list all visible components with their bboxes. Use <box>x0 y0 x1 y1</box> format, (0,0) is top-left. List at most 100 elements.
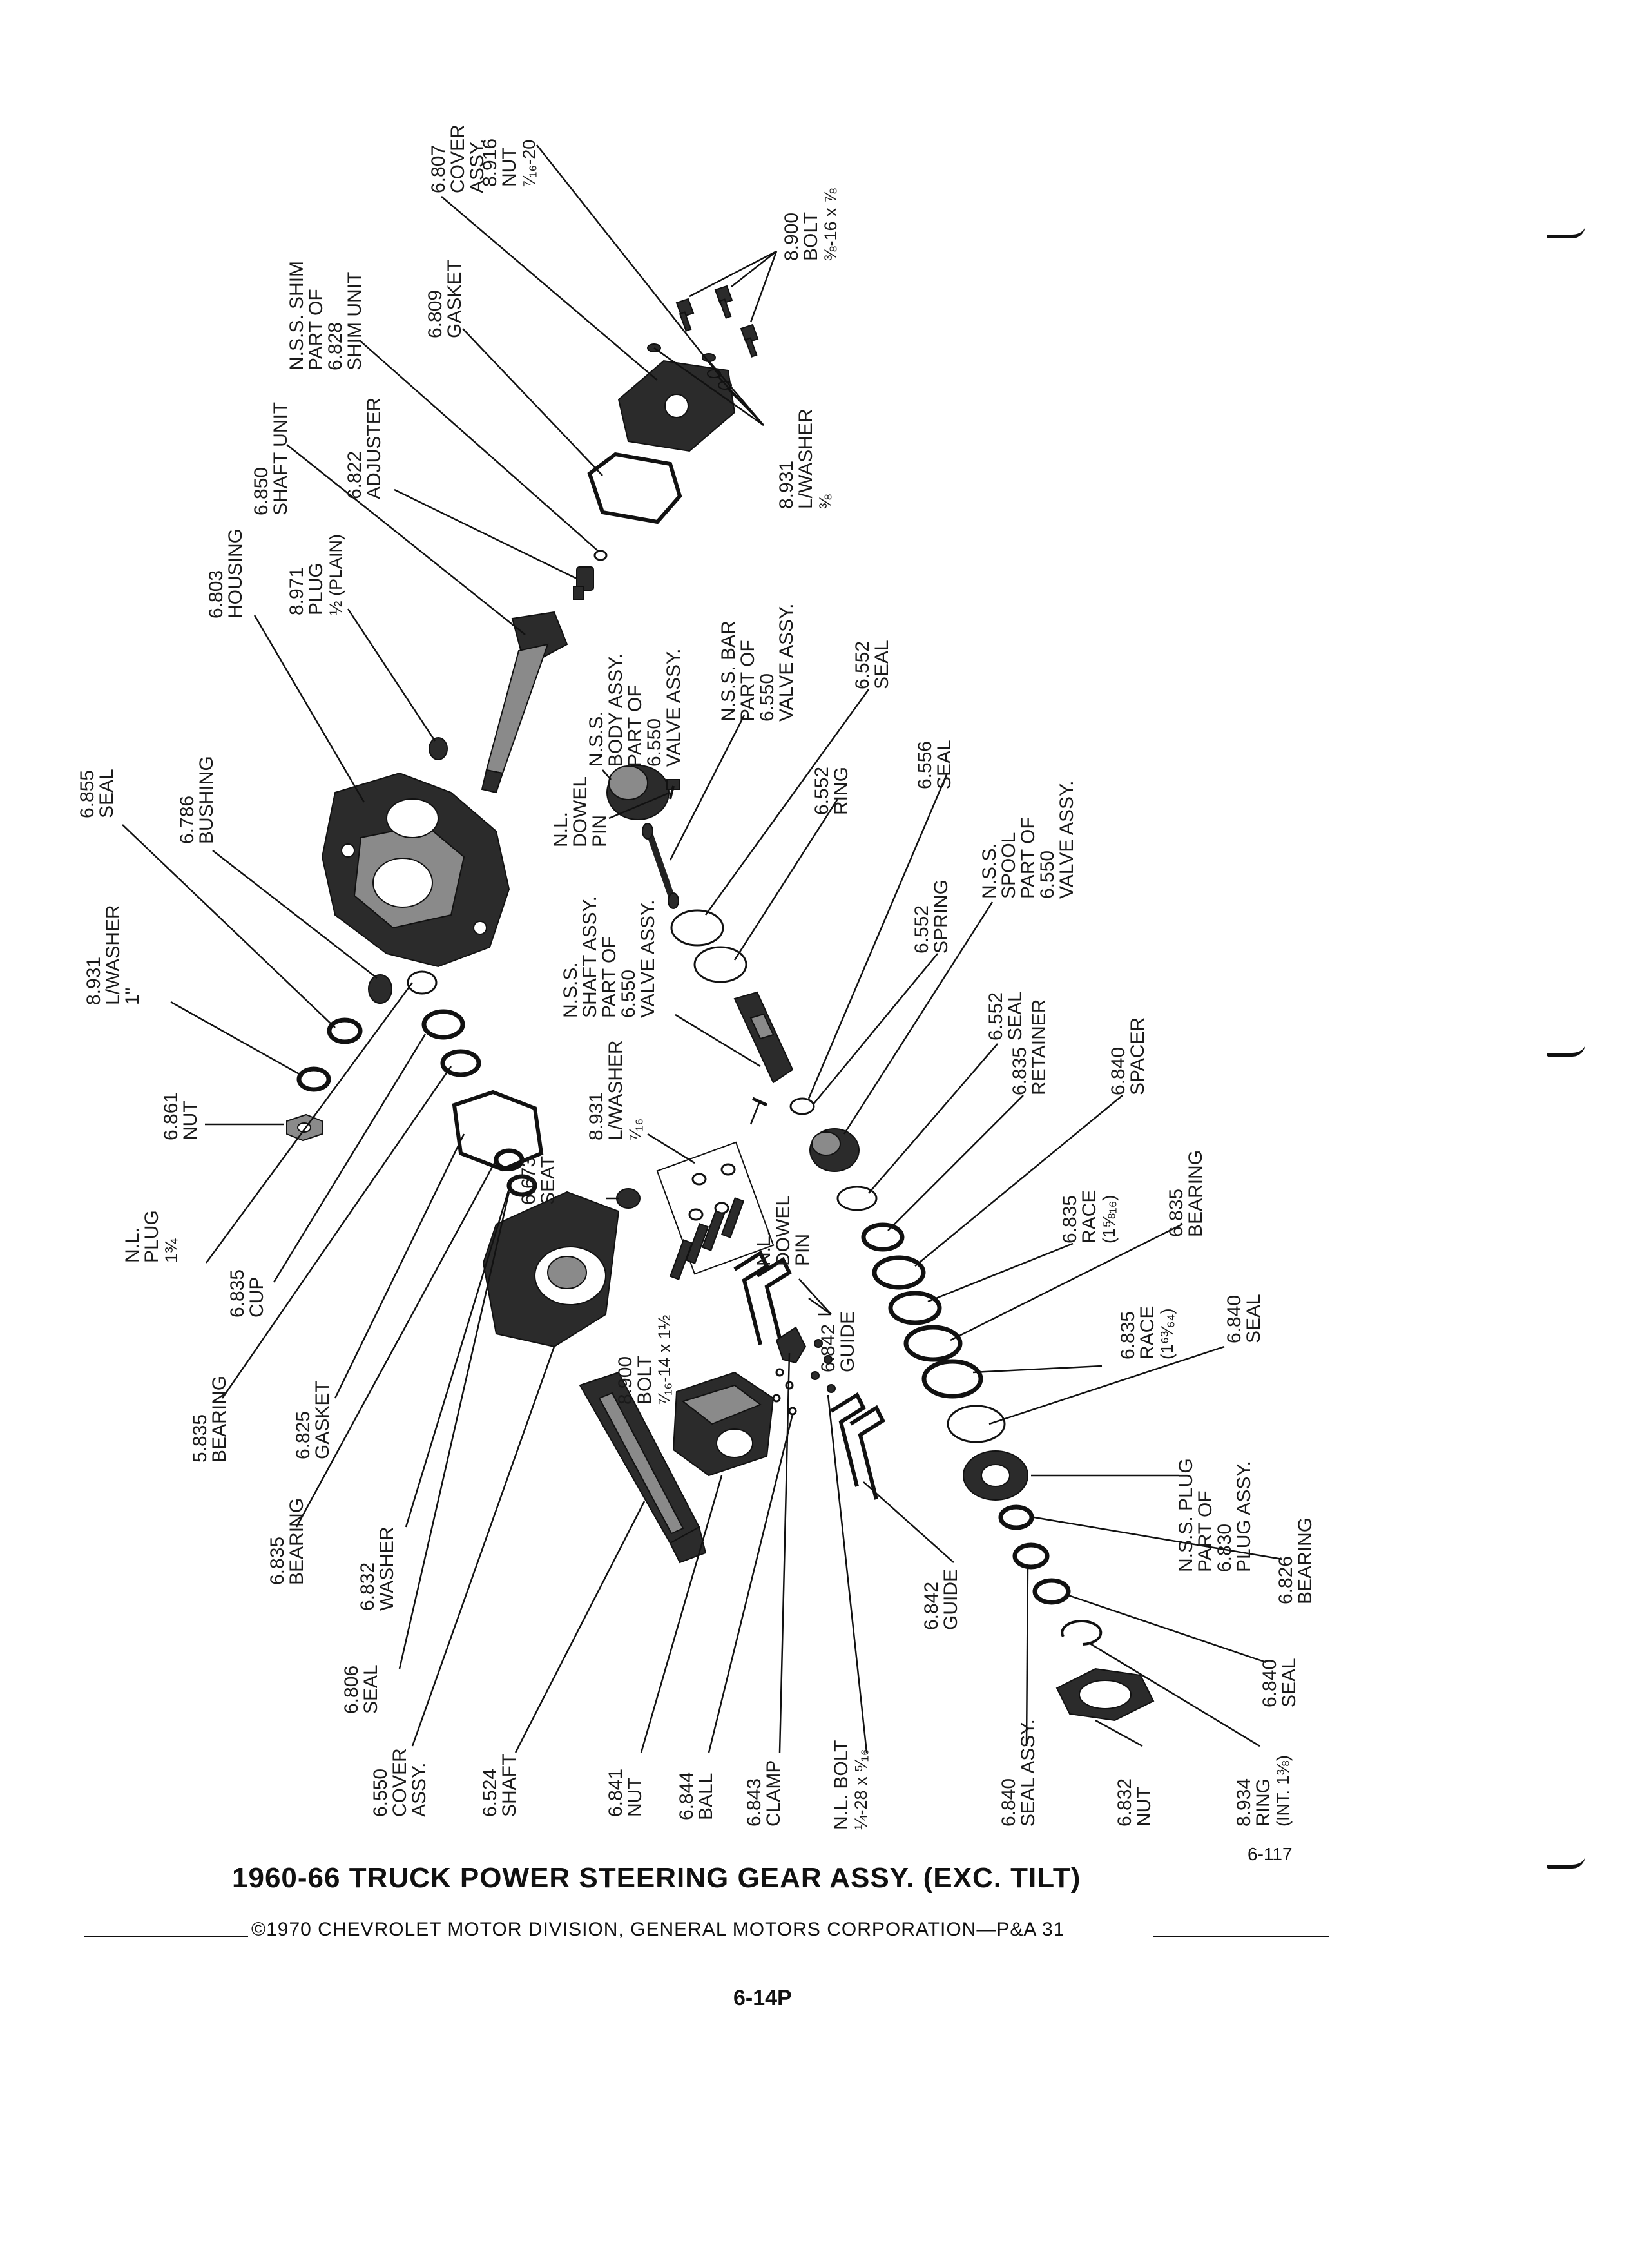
leader-lines <box>122 144 1283 1753</box>
thrust-bearing-part <box>903 1325 963 1362</box>
cup-plug-part <box>407 970 438 995</box>
svg-text:6.835: 6.835 <box>267 1537 288 1585</box>
valve-seal-ring <box>670 909 724 947</box>
svg-text:NUT: NUT <box>180 1100 201 1140</box>
svg-text:6.828: 6.828 <box>325 322 346 370</box>
svg-text:NUT: NUT <box>499 147 520 187</box>
label-nss-shaft-assy: N.S.S. SHAFT ASSY. PART OF 6.550 VALVE A… <box>560 896 659 1018</box>
svg-text:SEAL: SEAL <box>871 640 892 689</box>
svg-text:SEAL: SEAL <box>1278 1658 1300 1707</box>
svg-text:SEAL: SEAL <box>96 769 117 818</box>
svg-text:6.841: 6.841 <box>605 1769 626 1817</box>
svg-text:DOWEL: DOWEL <box>773 1195 794 1266</box>
svg-text:SEAL: SEAL <box>934 740 955 789</box>
svg-text:GASKET: GASKET <box>312 1381 333 1459</box>
svg-text:8.931: 8.931 <box>776 461 797 509</box>
svg-text:BOLT: BOLT <box>634 1356 655 1405</box>
label-6552-ring: 6.552 RING <box>811 767 852 815</box>
svg-text:6.806: 6.806 <box>341 1666 362 1714</box>
dowel-pin-2-part <box>751 1097 768 1107</box>
label-8931-lwasher-716: 8.931 L/WASHER ⁷⁄₁₆ <box>586 1040 645 1140</box>
valve-shaft-part <box>733 991 794 1084</box>
label-6524-shaft: 6.524 SHAFT <box>479 1754 520 1817</box>
label-8931-lwasher-38: 8.931 L/WASHER ⅜ <box>776 408 835 509</box>
svg-text:6.826: 6.826 <box>1275 1556 1296 1604</box>
svg-text:N.S.S.: N.S.S. <box>560 962 581 1018</box>
svg-text:6.807: 6.807 <box>428 145 449 193</box>
svg-text:GUIDE: GUIDE <box>837 1311 858 1372</box>
side-gasket-part <box>452 1090 544 1172</box>
seat-part <box>616 1188 641 1209</box>
svg-text:6.830: 6.830 <box>1214 1524 1235 1572</box>
label-6835-bearing-right: 6.835 BEARING <box>1166 1150 1206 1237</box>
label-6842-guide-upper: 6.842 GUIDE <box>818 1311 858 1372</box>
ball-guide-lower-part <box>830 1392 885 1500</box>
svg-text:SEAL: SEAL <box>1005 991 1026 1041</box>
label-8934-ring: 8.934 RING (INT. 1⅜) <box>1233 1755 1293 1827</box>
svg-text:RING: RING <box>1253 1778 1274 1827</box>
edge-mark-bottom <box>1547 1856 1585 1869</box>
svg-text:8.971: 8.971 <box>286 567 307 615</box>
clamp-part <box>775 1326 807 1364</box>
svg-text:VALVE ASSY.: VALVE ASSY. <box>1056 781 1077 899</box>
svg-text:(1⁶³⁄₆₄): (1⁶³⁄₆₄) <box>1157 1308 1177 1360</box>
svg-text:PIN: PIN <box>792 1234 813 1266</box>
valve-body-part <box>606 765 680 820</box>
label-5835-bearing: 5.835 BEARING <box>189 1376 230 1463</box>
svg-text:6.844: 6.844 <box>676 1772 697 1820</box>
svg-text:SHAFT ASSY.: SHAFT ASSY. <box>579 896 601 1018</box>
housing-seal-part <box>327 1017 363 1044</box>
svg-text:8.934: 8.934 <box>1233 1778 1255 1827</box>
valve-ring <box>693 946 747 983</box>
label-6550-cover-assy: 6.550 COVER ASSY. <box>370 1748 430 1817</box>
housing-part <box>321 772 510 968</box>
svg-text:8.931: 8.931 <box>83 957 104 1005</box>
svg-text:SHIM UNIT: SHIM UNIT <box>344 272 365 370</box>
svg-text:PART OF: PART OF <box>737 640 758 722</box>
label-6803-housing: 6.803 HOUSING <box>206 528 246 619</box>
label-6835-cup: 6.835 CUP <box>227 1269 267 1318</box>
svg-text:6.840: 6.840 <box>1259 1659 1280 1707</box>
label-6822-adjuster: 6.822 ADJUSTER <box>344 398 385 499</box>
svg-text:5.835: 5.835 <box>189 1414 211 1463</box>
svg-text:6.673: 6.673 <box>518 1157 539 1205</box>
svg-text:(1⅝₁₆): (1⅝₁₆) <box>1099 1195 1119 1244</box>
label-nss-body-assy: N.S.S. BODY ASSY. PART OF 6.550 VALVE AS… <box>586 649 684 767</box>
svg-text:⁷⁄₁₆-14 x 1½: ⁷⁄₁₆-14 x 1½ <box>655 1315 674 1405</box>
label-8931-lwasher-1: 8.931 L/WASHER 1" <box>83 905 143 1005</box>
svg-text:6.835: 6.835 <box>1166 1189 1187 1237</box>
label-6861-nut: 6.861 NUT <box>160 1092 201 1140</box>
dowel-pin-part <box>669 785 675 800</box>
svg-text:SEAT: SEAT <box>537 1156 559 1205</box>
svg-text:(INT. 1⅜): (INT. 1⅜) <box>1273 1755 1293 1827</box>
svg-text:6.552: 6.552 <box>985 992 1007 1041</box>
svg-text:RING: RING <box>831 767 852 815</box>
label-6556-seal: 6.556 SEAL <box>914 740 955 789</box>
svg-text:BOLT: BOLT <box>800 212 822 261</box>
label-6842-guide-lower: 6.842 GUIDE <box>921 1569 961 1630</box>
svg-text:8.900: 8.900 <box>781 213 802 261</box>
rule-right <box>1153 1936 1329 1937</box>
svg-text:BUSHING: BUSHING <box>196 756 217 844</box>
label-6552-spring: 6.552 SPRING <box>911 879 952 954</box>
race-part <box>888 1291 942 1325</box>
svg-text:SHAFT: SHAFT <box>499 1754 520 1817</box>
label-nl-plug: N.L. PLUG 1¾ <box>122 1210 181 1263</box>
svg-text:6.835: 6.835 <box>1009 1047 1030 1095</box>
svg-text:6.550: 6.550 <box>757 673 778 722</box>
svg-text:NUT: NUT <box>624 1777 646 1817</box>
label-6825-gasket: 6.825 GASKET <box>293 1381 333 1459</box>
svg-text:N.L.: N.L. <box>753 1231 775 1266</box>
svg-text:6.840: 6.840 <box>1224 1295 1245 1343</box>
page-number: 6-14P <box>733 1986 792 2010</box>
ball-guide-upper-part <box>733 1250 792 1352</box>
svg-text:1": 1" <box>122 988 143 1005</box>
label-8971-plug: 8.971 PLUG ½ (PLAIN) <box>286 534 345 615</box>
svg-text:6.524: 6.524 <box>479 1769 501 1817</box>
svg-text:6.550: 6.550 <box>618 970 639 1018</box>
svg-text:6.843: 6.843 <box>744 1778 765 1827</box>
label-6835-retainer: 6.835 RETAINER <box>1009 999 1050 1095</box>
label-8916-nut: 8.916 NUT ⁷⁄₁₆-20 <box>479 139 539 187</box>
label-6835-race-1516: 6.835 RACE (1⅝₁₆) <box>1059 1190 1119 1244</box>
svg-text:⅜: ⅜ <box>816 494 835 509</box>
